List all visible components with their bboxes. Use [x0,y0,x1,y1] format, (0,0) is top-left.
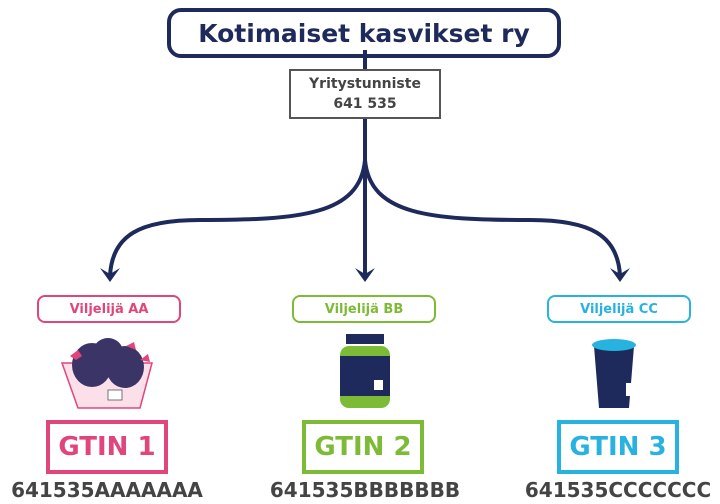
arrow-center-icon [355,268,375,282]
arrow-left-icon [100,268,120,282]
farmer-label-aa: Viljelijä AA [37,295,181,323]
farmer-label-cc: Viljelijä CC [547,295,691,323]
strawberry-basket-icon [60,338,153,409]
gtin-code-2: 641535BBBBBBB [269,478,461,502]
company-prefix-value: 641 535 [333,96,397,112]
company-prefix-label: Yritystunniste [309,76,421,92]
gtin-box-3: GTIN 3 [557,420,679,474]
gtin-box-1: GTIN 1 [46,420,168,474]
organization-title: Kotimaiset kasvikset ry [167,8,561,58]
farmer-label-bb: Viljelijä BB [292,295,436,323]
company-prefix-box: Yritystunniste 641 535 [289,69,441,119]
jar-icon [340,334,390,408]
gtin-code-1: 641535AAAAAAA [11,478,203,502]
arrow-right-icon [610,268,630,282]
tub-icon [592,339,636,408]
gtin-code-3: 641535CCCCCCC [524,478,712,502]
gtin-box-2: GTIN 2 [302,420,424,474]
